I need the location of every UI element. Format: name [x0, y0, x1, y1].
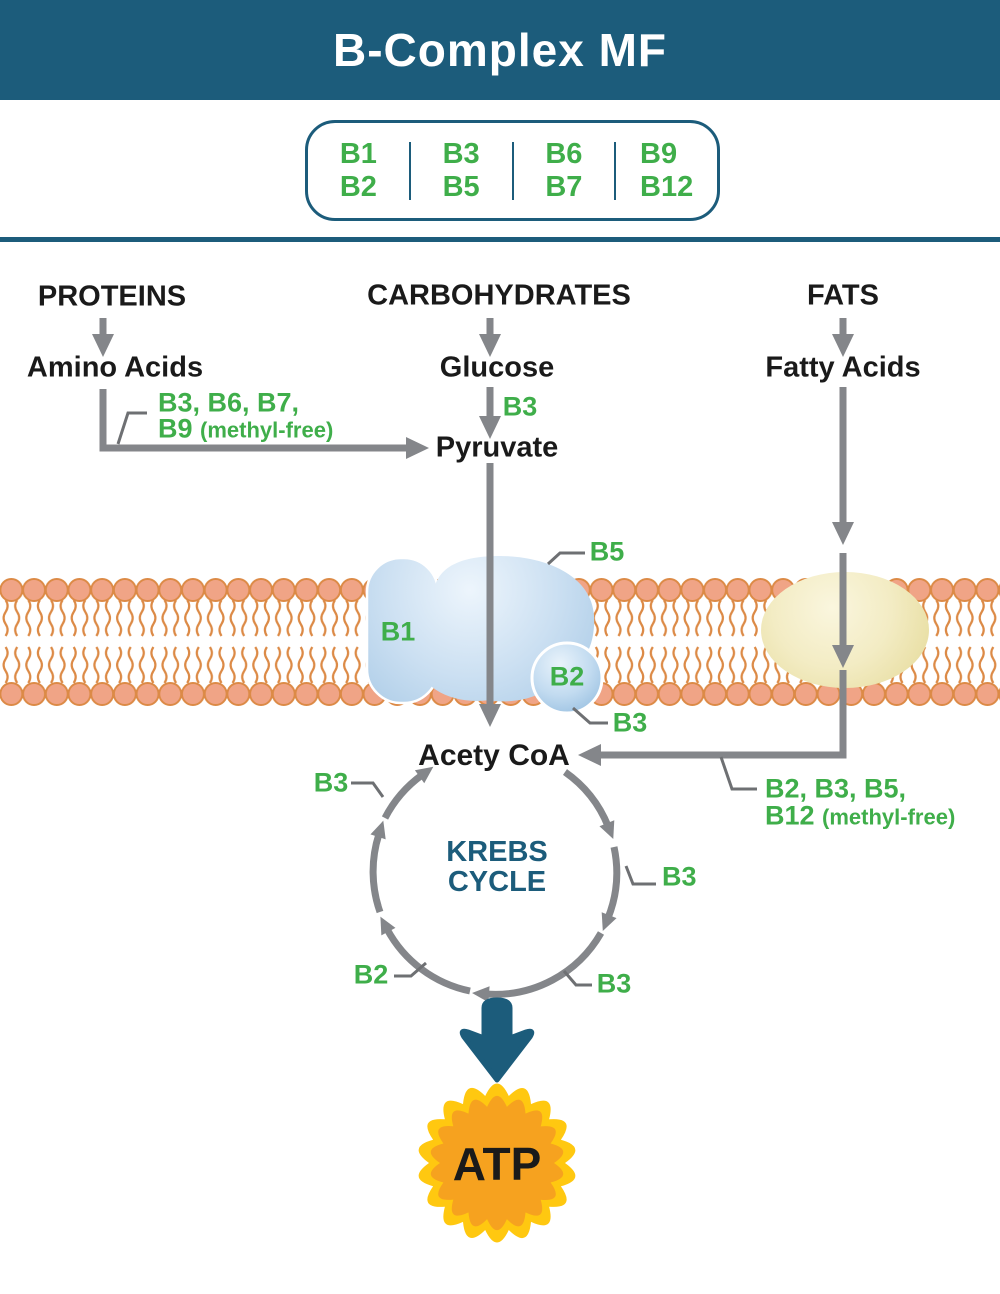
krebs-title-line2: CYCLE — [447, 866, 547, 898]
krebs-arc — [601, 846, 621, 931]
leader-krebs-b3-right — [624, 865, 656, 886]
krebs-arc — [369, 820, 386, 914]
vitamin-column-1: B1 B2 — [308, 138, 409, 204]
label-glucose: Glucose — [439, 351, 555, 384]
label-fats-cofactors-line2: B12 (methyl-free) — [765, 801, 955, 832]
leader-b5 — [546, 551, 585, 566]
vitamin-entry: B3 — [442, 137, 480, 170]
vitamin-entry: B5 — [442, 170, 480, 203]
header-bar: B-Complex MF — [0, 0, 1000, 100]
vitamin-column-2: B3 B5 — [411, 138, 512, 204]
leader-krebs-b2-bottomleft — [394, 961, 427, 978]
label-pyruvate: Pyruvate — [435, 431, 559, 464]
cofactor-b9: B9 — [158, 413, 193, 444]
label-amino-acids: Amino Acids — [26, 351, 204, 384]
label-amino-cofactors-line1: B3, B6, B7, — [158, 387, 300, 418]
vitamin-column-3: B6 B7 — [514, 138, 615, 204]
krebs-cycle-ring — [369, 766, 621, 1003]
vitamin-box: B1 B2 B3 B5 B6 B7 B9 B12 — [305, 120, 720, 221]
label-fats: FATS — [807, 279, 879, 312]
krebs-arc — [472, 931, 605, 1003]
krebs-arc — [562, 769, 615, 839]
leader-b3-membrane — [572, 706, 608, 725]
label-krebs-b3-topleft: B3 — [313, 767, 349, 798]
label-transporter-b3: B3 — [612, 707, 648, 738]
label-transporter-b1: B1 — [380, 616, 416, 647]
methyl-free-note: (methyl-free) — [822, 804, 956, 830]
vitamin-entry: B7 — [545, 170, 583, 203]
arrow-amino-to-pyruvate — [99, 389, 429, 459]
krebs-arc — [381, 766, 434, 820]
label-transporter-b2: B2 — [549, 661, 585, 692]
label-krebs-b3-right: B3 — [662, 861, 697, 892]
label-fats-cofactors-line1: B2, B3, B5, — [765, 773, 907, 804]
vitamin-entry: B2 — [339, 170, 377, 203]
krebs-title-line1: KREBS — [446, 836, 548, 868]
label-krebs-b2-bottomleft: B2 — [353, 959, 389, 990]
label-glycolysis-b3: B3 — [502, 391, 538, 422]
label-transporter-b5: B5 — [589, 536, 625, 567]
krebs-arc — [380, 916, 471, 995]
vitamin-entry: B6 — [545, 137, 583, 170]
label-amino-cofactors-line2: B9 (methyl-free) — [158, 414, 333, 445]
arrow-fatty-to-acetylcoa — [578, 670, 847, 766]
vitamin-divider — [408, 141, 411, 200]
label-acetyl-coa: Acety CoA — [418, 739, 570, 772]
methyl-free-note: (methyl-free) — [200, 417, 334, 443]
arrow-krebs-to-atp — [459, 997, 535, 1083]
transport-protein-lobe — [419, 625, 535, 701]
krebs-cycle-title: KREBS CYCLE — [446, 837, 548, 897]
vitamin-divider — [614, 141, 617, 200]
label-fatty-acids: Fatty Acids — [765, 351, 921, 384]
vitamin-entry: B1 — [339, 137, 377, 170]
leader-fats-cofactors — [719, 756, 757, 791]
atp-burst-inner — [430, 1095, 564, 1231]
label-proteins: PROTEINS — [37, 280, 187, 313]
leader-amino-cofactors — [116, 411, 147, 445]
vitamin-entry: B12 — [640, 170, 694, 203]
label-carbohydrates: CARBOHYDRATES — [367, 279, 631, 312]
vitamin-entry: B9 — [640, 137, 678, 170]
label-atp: ATP — [452, 1138, 542, 1190]
cofactor-b12: B12 — [765, 800, 815, 831]
leader-krebs-b3-topleft — [351, 781, 385, 798]
vitamin-divider — [511, 141, 514, 200]
label-krebs-b3-bottomright: B3 — [596, 968, 632, 999]
leader-krebs-b3-bottomright — [562, 970, 592, 987]
page-title: B-Complex MF — [333, 24, 667, 76]
section-divider-line — [0, 237, 1000, 242]
vitamin-column-4: B9 B12 — [616, 138, 717, 204]
transport-protein-b2 — [530, 641, 604, 715]
